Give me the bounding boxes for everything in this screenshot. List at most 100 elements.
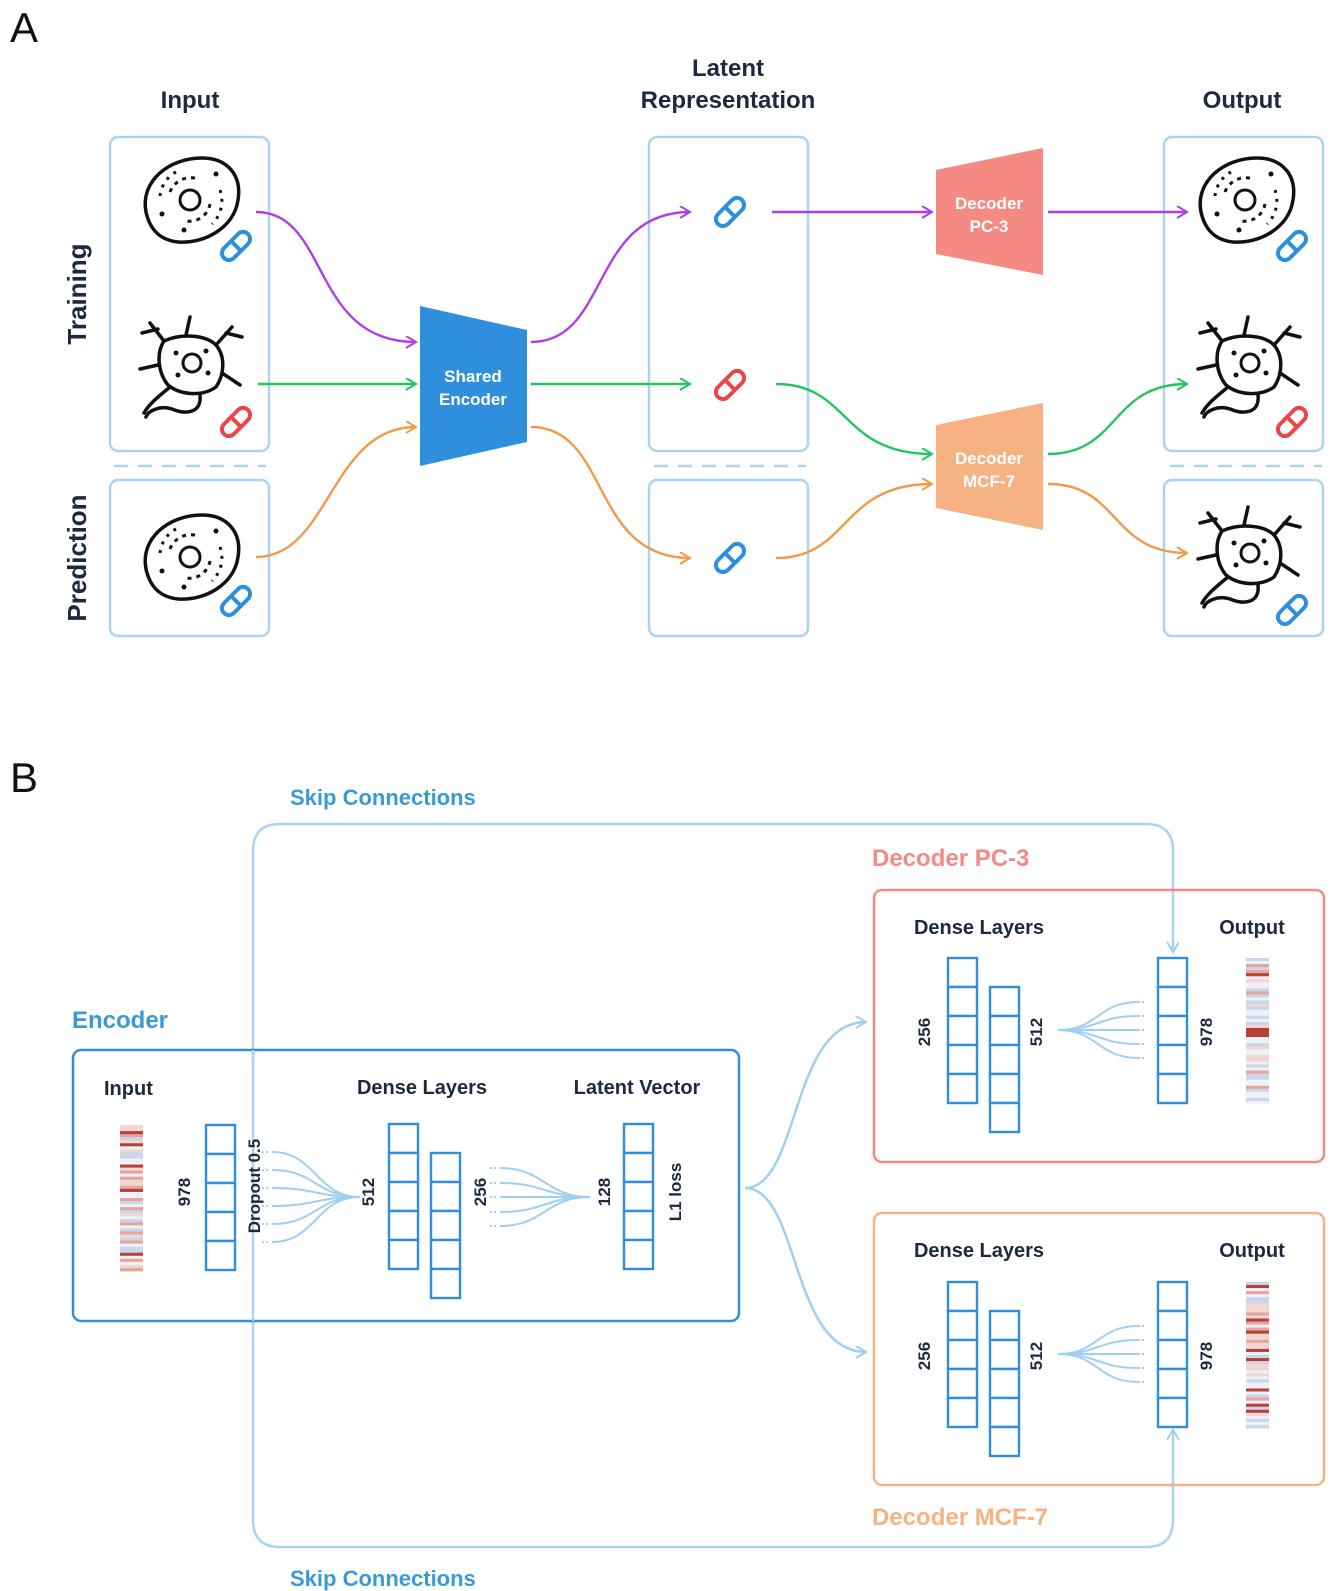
- encoder-dim-256: 256: [471, 1178, 490, 1206]
- layer-cell: [988, 1043, 1021, 1076]
- pill-icon: [217, 227, 255, 265]
- heatmap-row: [1246, 1070, 1269, 1074]
- heatmap-row: [1246, 1370, 1269, 1374]
- encoder-input-strip: [120, 1125, 143, 1272]
- pill-icon: [217, 582, 255, 620]
- encoder-input-heatmap-strip: [120, 1125, 143, 1272]
- decoder-layer-stacks: [946, 956, 1189, 1458]
- arrow-encoder-to-latent-orange: [530, 425, 690, 558]
- decoder-pc3-label-line1: Decoder: [955, 194, 1023, 213]
- heatmap-row: [1246, 1358, 1269, 1362]
- encoder-layer-stacks: [204, 1122, 655, 1300]
- decoder-mcf7-dense-512-layer: [988, 1309, 1021, 1458]
- layer-cell: [1156, 1043, 1189, 1076]
- cell-round-icon: [143, 156, 241, 244]
- decoder-output-heatmap-strips: [1246, 958, 1269, 1429]
- heatmap-row: [120, 1231, 143, 1235]
- connection-line: [1057, 1353, 1139, 1383]
- heatmap-row: [1246, 985, 1269, 989]
- heatmap-row: [1246, 1421, 1269, 1426]
- heatmap-row: [1246, 1282, 1269, 1286]
- decoder-connection-fans: [1057, 1001, 1146, 1383]
- heatmap-row: [1246, 1034, 1269, 1038]
- encoder-fan-input-to-512: [262, 1151, 361, 1243]
- heatmap-row: [120, 1225, 143, 1229]
- heatmap-row: [1246, 1418, 1269, 1423]
- heatmap-row: [1246, 1291, 1269, 1295]
- skip-connection-bottom-line: [251, 1320, 1173, 1549]
- heatmap-row: [1246, 1073, 1269, 1078]
- decoder-mcf7-output-strip: [1246, 1282, 1269, 1429]
- layer-cell: [429, 1209, 462, 1242]
- pill-icon: [711, 539, 749, 577]
- layer-cell: [988, 1072, 1021, 1105]
- heatmap-row: [1246, 1061, 1269, 1065]
- heatmap-row: [120, 1146, 143, 1150]
- heatmap-row: [120, 1173, 143, 1178]
- heatmap-row: [120, 1131, 143, 1135]
- heatmap-row: [1246, 1043, 1269, 1047]
- heatmap-row: [1246, 1079, 1269, 1084]
- pill-icon: [1273, 227, 1311, 265]
- decoder-pc3-dim-256: 256: [915, 1018, 934, 1046]
- heatmap-row: [1246, 1318, 1269, 1322]
- heatmap-row: [1246, 1400, 1269, 1405]
- heatmap-row: [1246, 1403, 1269, 1408]
- heatmap-row: [120, 1149, 143, 1153]
- heatmap-row: [120, 1261, 143, 1266]
- heatmap-row: [1246, 1373, 1269, 1377]
- heatmap-row: [1246, 1055, 1269, 1059]
- heatmap-row: [1246, 1324, 1269, 1329]
- decoder-mcf7-label-line2: MCF-7: [963, 472, 1015, 491]
- skip-connections-top-label: Skip Connections: [290, 785, 476, 810]
- output-prediction-box: [1162, 478, 1325, 638]
- layer-cell: [622, 1238, 655, 1271]
- heatmap-row: [1246, 1355, 1269, 1359]
- heatmap-row: [120, 1164, 143, 1168]
- layer-cell: [1156, 1309, 1189, 1342]
- layer-cell: [988, 1309, 1021, 1342]
- layer-cell: [946, 985, 979, 1018]
- decoder-pc3-output-layer: [1156, 956, 1189, 1105]
- pill-icon: [1273, 403, 1311, 441]
- decoder-mcf7-output-layer: [1156, 1280, 1189, 1429]
- heatmap-row: [1246, 1097, 1269, 1102]
- heatmap-row: [1246, 1412, 1269, 1417]
- heatmap-row: [120, 1182, 143, 1187]
- encoder-input-label: Input: [104, 1078, 153, 1100]
- layer-cell: [946, 1072, 979, 1105]
- decoder-pc3-dim-512: 512: [1027, 1018, 1046, 1046]
- heatmap-row: [1246, 1300, 1269, 1304]
- shared-encoder-shape: [420, 306, 527, 466]
- arrow-latent-to-decoder-mcf7-orange: [775, 484, 932, 560]
- heatmap-row: [1246, 1058, 1269, 1062]
- encoder-dim-512: 512: [359, 1178, 378, 1206]
- decoder-pc3-label-line2: PC-3: [970, 217, 1009, 236]
- decoder-pc3-shape: [936, 148, 1043, 275]
- cell-round-icon: [143, 513, 241, 601]
- heatmap-row: [1246, 1037, 1269, 1041]
- row-training-label: Training: [62, 243, 92, 344]
- arrow-latent-to-decoder-mcf7-green: [775, 382, 932, 454]
- layer-cell: [387, 1209, 420, 1242]
- heatmap-row: [120, 1158, 143, 1162]
- layer-cell: [387, 1238, 420, 1271]
- encoder-l1-loss-label: L1 loss: [666, 1163, 685, 1222]
- skip-connection-top-line: [251, 822, 1173, 1066]
- encoder-connection-fans: [262, 1151, 591, 1243]
- connection-line: [271, 1196, 361, 1243]
- heatmap-row: [1246, 976, 1269, 980]
- output-training-box: [1162, 135, 1325, 453]
- heatmap-row: [1246, 1067, 1269, 1071]
- heatmap-row: [1246, 1088, 1269, 1093]
- heatmap-row: [120, 1264, 143, 1269]
- decoder-mcf7-shape: [936, 403, 1043, 530]
- heatmap-row: [120, 1143, 143, 1147]
- column-output-label: Output: [1203, 87, 1282, 114]
- heatmap-row: [1246, 1397, 1269, 1402]
- heatmap-row: [120, 1176, 143, 1181]
- heatmap-row: [1246, 970, 1269, 974]
- panel-b-label: B: [10, 754, 38, 801]
- decoder-mcf7-label-line1: Decoder: [955, 449, 1023, 468]
- heatmap-row: [120, 1267, 143, 1272]
